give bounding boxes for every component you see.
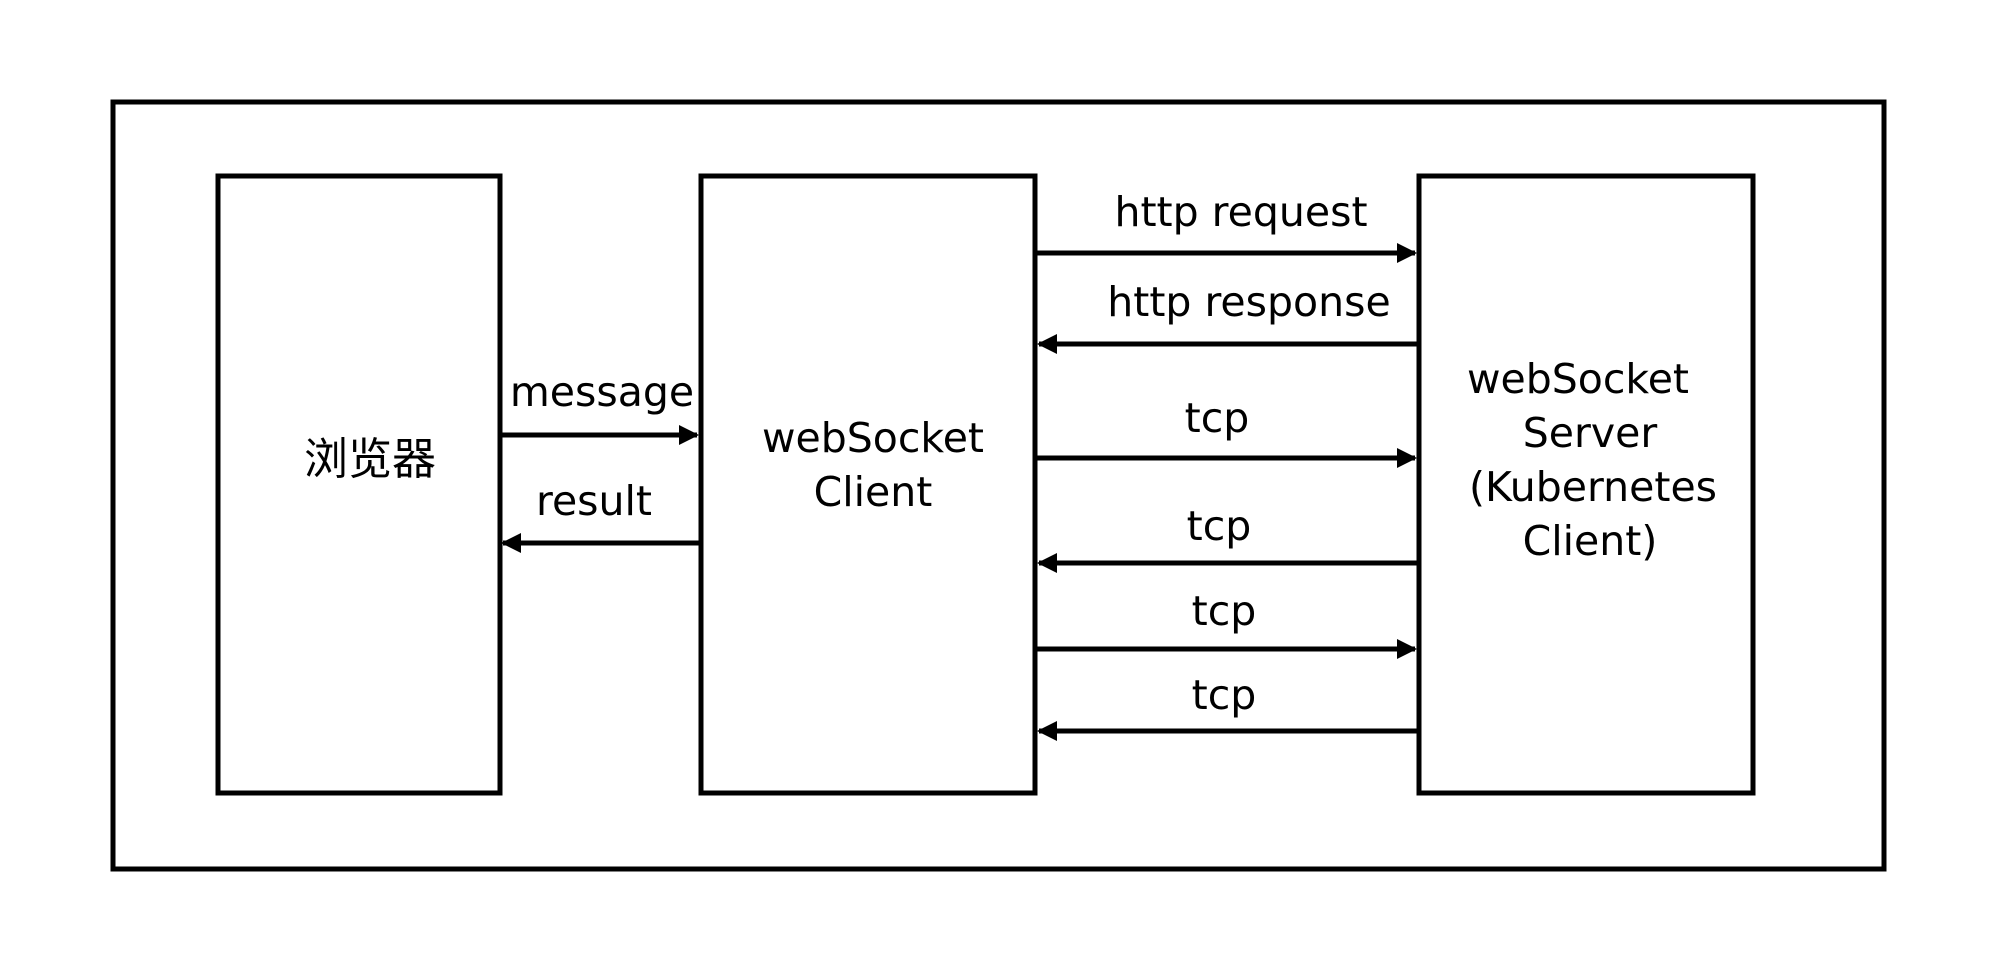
websocket-client-label-line-2: Client <box>814 468 933 516</box>
edge-tcp-4: tcp <box>1037 671 1417 741</box>
edge-tcp-2-label: tcp <box>1187 502 1252 550</box>
websocket-server-label-line-3: (Kubernetes <box>1469 463 1717 511</box>
edge-tcp-3: tcp <box>1037 587 1417 659</box>
websocket-client-box <box>698 173 1038 796</box>
websocket-server-box <box>1416 173 1756 796</box>
edge-message-label: message <box>510 368 694 416</box>
websocket-server-label-line-4: Client) <box>1523 517 1658 565</box>
edge-http-request: http request <box>1037 188 1417 263</box>
edge-http-response-label: http response <box>1107 278 1390 326</box>
browser-box <box>215 173 503 796</box>
edge-tcp-4-label: tcp <box>1192 671 1257 719</box>
edge-tcp-3-label: tcp <box>1192 587 1257 635</box>
edge-message: message <box>502 368 699 445</box>
websocket-server-label-line-2: Server <box>1523 409 1658 457</box>
edge-tcp-2: tcp <box>1037 502 1417 573</box>
edge-tcp-1: tcp <box>1037 394 1417 468</box>
browser-node: 浏览器 <box>215 173 503 796</box>
outer-frame <box>110 99 1887 872</box>
edge-http-response: http response <box>1037 278 1417 354</box>
websocket-server-label-line-1: webSocket <box>1467 355 1689 403</box>
websocket-server-node: webSocket Server (Kubernetes Client) <box>1416 173 1756 796</box>
edge-result-label: result <box>536 477 652 525</box>
edge-result: result <box>501 477 699 553</box>
websocket-client-label-line-1: webSocket <box>762 414 984 462</box>
websocket-client-node: webSocket Client <box>698 173 1038 796</box>
edge-tcp-1-label: tcp <box>1185 394 1250 442</box>
edge-http-request-label: http request <box>1114 188 1367 236</box>
browser-label: 浏览器 <box>304 434 436 485</box>
